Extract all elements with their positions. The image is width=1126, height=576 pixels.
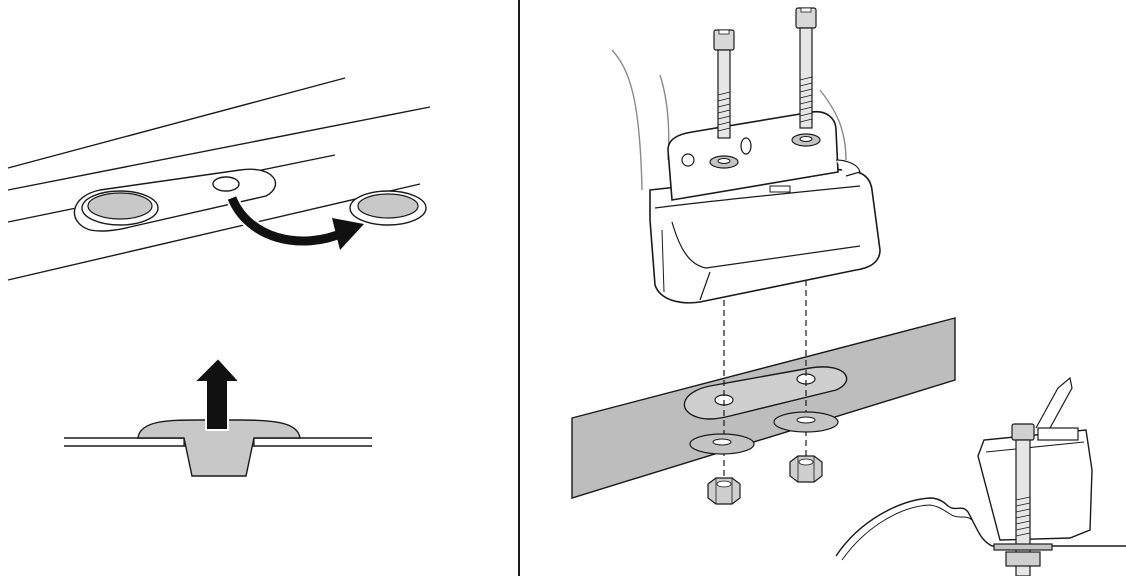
- top-washers: [709, 133, 821, 169]
- plug-cross-section: [64, 419, 372, 477]
- curved-arrow-icon: [225, 191, 364, 250]
- bolt-left: [713, 29, 735, 139]
- rail-edge-line: [7, 106, 431, 191]
- bolt-right: [795, 7, 817, 129]
- up-arrow-icon: [191, 356, 243, 431]
- nut-left: [707, 477, 741, 505]
- assembled-detail-inset: [835, 376, 1126, 576]
- slot-hole: [212, 176, 240, 192]
- cover-plug-installed: [81, 190, 159, 226]
- nut-right: [789, 455, 823, 483]
- rail-edge-line: [7, 183, 421, 281]
- plug-profile: [137, 419, 301, 477]
- rail-edge-line: [7, 77, 346, 169]
- foot-pad: [649, 168, 881, 304]
- cover-plug-removed: [349, 190, 427, 226]
- rail-slot-plate: [683, 366, 848, 420]
- bottom-washers: [689, 411, 839, 455]
